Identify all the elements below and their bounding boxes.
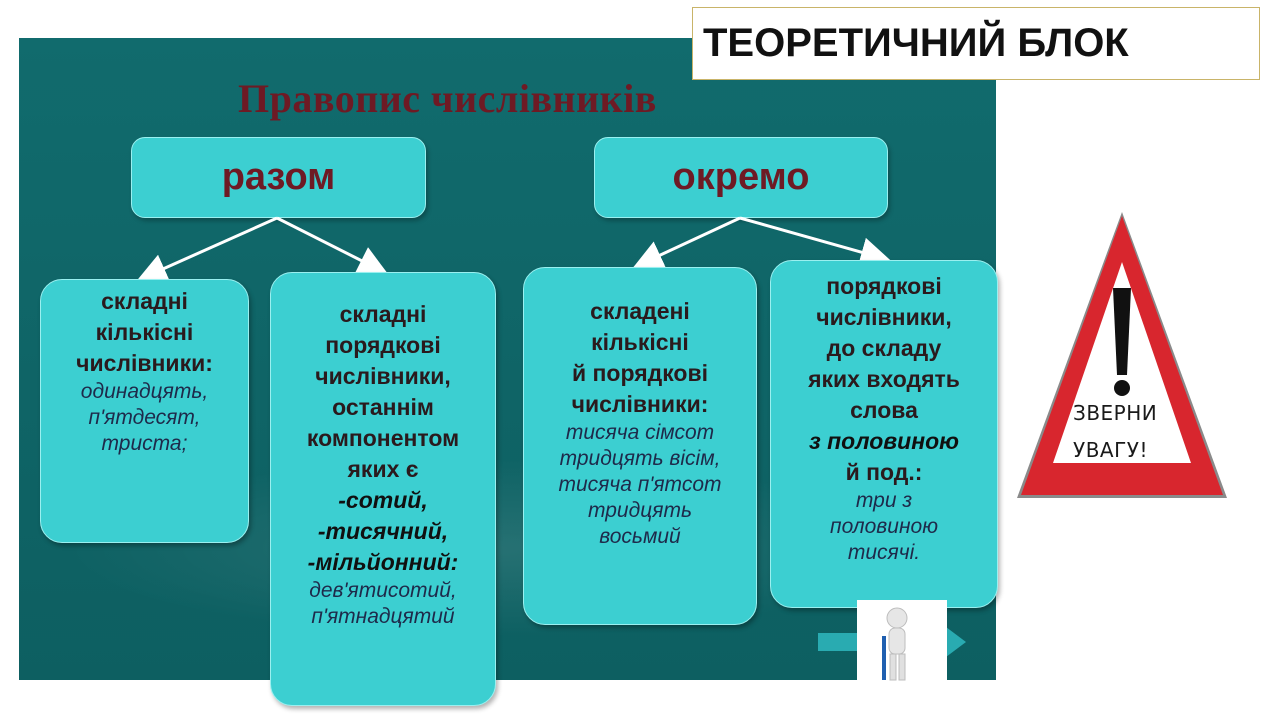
card-example-line: тисяча п'ятсот bbox=[558, 473, 722, 496]
card-heading-line: й под.: bbox=[845, 459, 923, 485]
thinking-figure-image bbox=[857, 600, 947, 682]
card-example-line: тридцять вісім, bbox=[559, 447, 721, 470]
card-heading-line: складні bbox=[339, 301, 427, 327]
arrow-line bbox=[632, 216, 741, 269]
card-emphasis-line: -тисячний, bbox=[317, 518, 449, 544]
branch-box-together: разом bbox=[131, 137, 426, 218]
card-heading-line: числівники, bbox=[315, 363, 451, 389]
card-example-line: одинадцять, bbox=[80, 380, 209, 403]
arrow-line bbox=[136, 216, 278, 283]
card-example-line: половиною bbox=[830, 515, 938, 538]
card-heading-line: яких входять bbox=[808, 366, 960, 392]
card-emphasis-line: -сотий, bbox=[338, 487, 428, 513]
card-heading-line: компонентом bbox=[306, 425, 460, 451]
arrow-line bbox=[739, 216, 891, 267]
card-heading-line: порядкові bbox=[826, 273, 942, 299]
arrow-line bbox=[276, 216, 389, 275]
rule-card-compound-ordinal: складні порядкові числівники, останнім к… bbox=[270, 272, 496, 706]
card-example-line: тисяча сімсот bbox=[565, 421, 715, 444]
rule-card-composite-numerals: складені кількісні й порядкові числівник… bbox=[523, 267, 757, 625]
card-heading-line: яких є bbox=[347, 456, 419, 482]
section-label: ТЕОРЕТИЧНИЙ БЛОК bbox=[692, 7, 1260, 80]
exclamation-triangle-icon bbox=[1017, 212, 1227, 498]
rule-card-ordinal-with-half: порядкові числівники, до складу яких вхо… bbox=[770, 260, 998, 608]
card-example-line: тридцять bbox=[588, 499, 692, 522]
card-example-line: дев'ятисотий, bbox=[309, 579, 457, 602]
card-heading-line: до складу bbox=[826, 335, 942, 361]
warning-text-line2: УВАГУ! bbox=[1073, 438, 1148, 462]
warning-text-line1: ЗВЕРНИ bbox=[1073, 401, 1158, 425]
card-example-line: три з bbox=[855, 489, 913, 512]
card-heading-line: порядкові bbox=[325, 332, 441, 358]
card-heading-line: кількісні bbox=[591, 329, 689, 355]
card-emphasis-line: з половиною bbox=[808, 428, 960, 454]
diagram-title: Правопис числівників bbox=[238, 76, 657, 121]
person-figure-icon bbox=[882, 607, 908, 681]
card-example-line: п'ятдесят, bbox=[88, 406, 201, 429]
card-heading-line: числівники: bbox=[571, 391, 709, 417]
card-heading-line: числівники, bbox=[816, 304, 952, 330]
card-heading-line: й порядкові bbox=[571, 360, 709, 386]
rule-card-compound-cardinal: складні кількісні числівники: одинадцять… bbox=[40, 279, 249, 543]
card-heading-line: числівники: bbox=[76, 350, 213, 376]
card-heading-line: складні bbox=[101, 288, 188, 314]
card-heading-line: слова bbox=[850, 397, 918, 423]
card-example-line: триста; bbox=[101, 432, 188, 455]
card-heading-line: останнім bbox=[332, 394, 434, 420]
card-emphasis-line: -мільйонний: bbox=[307, 549, 459, 575]
card-heading-line: кількісні bbox=[95, 319, 194, 345]
card-heading-line: складені bbox=[590, 298, 690, 324]
branch-box-separately: окремо bbox=[594, 137, 888, 218]
card-example-line: п'ятнадцятий bbox=[311, 605, 455, 628]
card-example-line: восьмий bbox=[599, 525, 681, 548]
card-example-line: тисячі. bbox=[847, 541, 921, 564]
